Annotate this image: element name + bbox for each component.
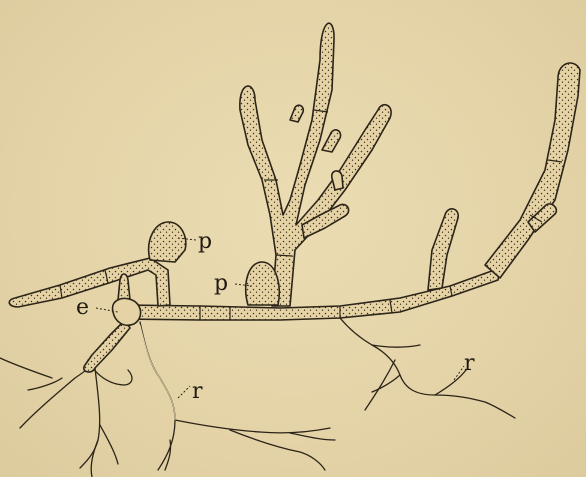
rhizoid-left-group <box>0 322 335 477</box>
rhizoids <box>0 318 515 477</box>
label-p-lower: p <box>214 271 228 296</box>
label-r-right: r <box>464 351 475 376</box>
rhizoid-right-group <box>340 318 515 418</box>
label-e: e <box>76 295 89 320</box>
label-r-left: r <box>192 379 203 404</box>
label-p-upper: p <box>198 229 212 254</box>
green-filaments <box>9 23 580 372</box>
